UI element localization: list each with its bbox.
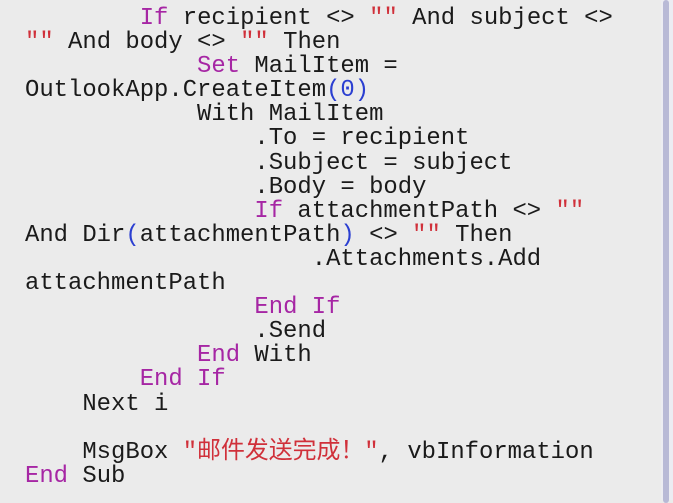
code-token [25, 101, 197, 128]
code-token: .Attachments.Add [25, 245, 542, 273]
code-line: End If [25, 368, 613, 392]
code-token: Next i [25, 390, 169, 418]
code-token: Then [268, 29, 341, 57]
keyword-token: End [25, 462, 69, 490]
code-token: attachmentPath <> [283, 197, 556, 225]
code-line: attachmentPath [25, 270, 613, 298]
code-line: If attachmentPath <> "" [25, 197, 613, 225]
code-token [25, 53, 197, 80]
code-token: attachmentPath [139, 221, 341, 249]
code-line: .Body = body [25, 173, 613, 201]
code-line: .Send [25, 320, 613, 344]
code-token [25, 342, 197, 369]
code-block[interactable]: If recipient <> "" And subject <>"" And … [25, 5, 613, 490]
code-token: recipient <> [168, 5, 370, 32]
string-token: "邮件发送完成！" [182, 438, 379, 466]
code-line: "" And body <> "" Then [25, 31, 613, 55]
string-token: "" [555, 197, 585, 225]
code-line: .Subject = subject [25, 149, 613, 177]
code-line: .Attachments.Add [25, 245, 613, 273]
code-token: .Subject = subject [25, 149, 513, 177]
code-token: With [240, 342, 312, 370]
string-token: "" [412, 221, 441, 249]
code-token: attachmentPath [25, 270, 226, 298]
code-token: , vbInformation [378, 438, 594, 466]
vertical-scrollbar-thumb[interactable] [663, 0, 669, 503]
code-line: If recipient <> "" And subject <> [25, 5, 613, 32]
code-line: .To = recipient [25, 127, 613, 151]
code-line: And Dir(attachmentPath) <> "" Then [25, 221, 613, 249]
code-line [25, 417, 613, 441]
code-token: MailItem = [240, 53, 398, 81]
punct-token: ) [354, 77, 370, 105]
code-token: Sub [68, 462, 126, 490]
keyword-token: If [139, 5, 169, 32]
code-token [25, 294, 254, 321]
punct-token: ) [340, 221, 355, 249]
code-token: With MailItem [197, 101, 384, 129]
code-token: And subject <> [397, 5, 613, 32]
code-token: .Body = body [25, 173, 427, 201]
code-token: .Send [25, 318, 327, 346]
code-token [25, 366, 140, 393]
code-line: End With [25, 344, 613, 368]
code-line: With MailItem [25, 103, 613, 127]
keyword-token: End If [254, 294, 341, 322]
keyword-token: If [254, 197, 284, 225]
keyword-token: End If [139, 366, 226, 394]
string-token: "" [25, 29, 54, 57]
code-token: <> [354, 221, 413, 249]
punct-token: ( [125, 221, 140, 249]
code-line: MsgBox "邮件发送完成！", vbInformation [25, 438, 613, 466]
string-token: "" [240, 29, 269, 57]
code-line: Set MailItem = [25, 55, 613, 79]
punct-token: 0 [340, 77, 355, 105]
string-token: "" [369, 5, 398, 32]
code-line: Next i [25, 390, 613, 418]
code-token [25, 198, 254, 225]
keyword-token: End [197, 342, 241, 370]
code-token: MsgBox [25, 438, 183, 466]
code-token: And body <> [53, 29, 241, 57]
code-token [25, 5, 140, 32]
code-line: OutlookApp.CreateItem(0) [25, 79, 613, 103]
code-token: Then [440, 221, 513, 249]
code-line: End Sub [25, 462, 613, 490]
code-token: .To = recipient [25, 125, 470, 153]
punct-token: ( [326, 77, 341, 105]
code-token: And Dir [25, 221, 126, 249]
code-token: OutlookApp.CreateItem [25, 77, 327, 105]
code-line: End If [25, 296, 613, 320]
keyword-token: Set [197, 53, 241, 81]
